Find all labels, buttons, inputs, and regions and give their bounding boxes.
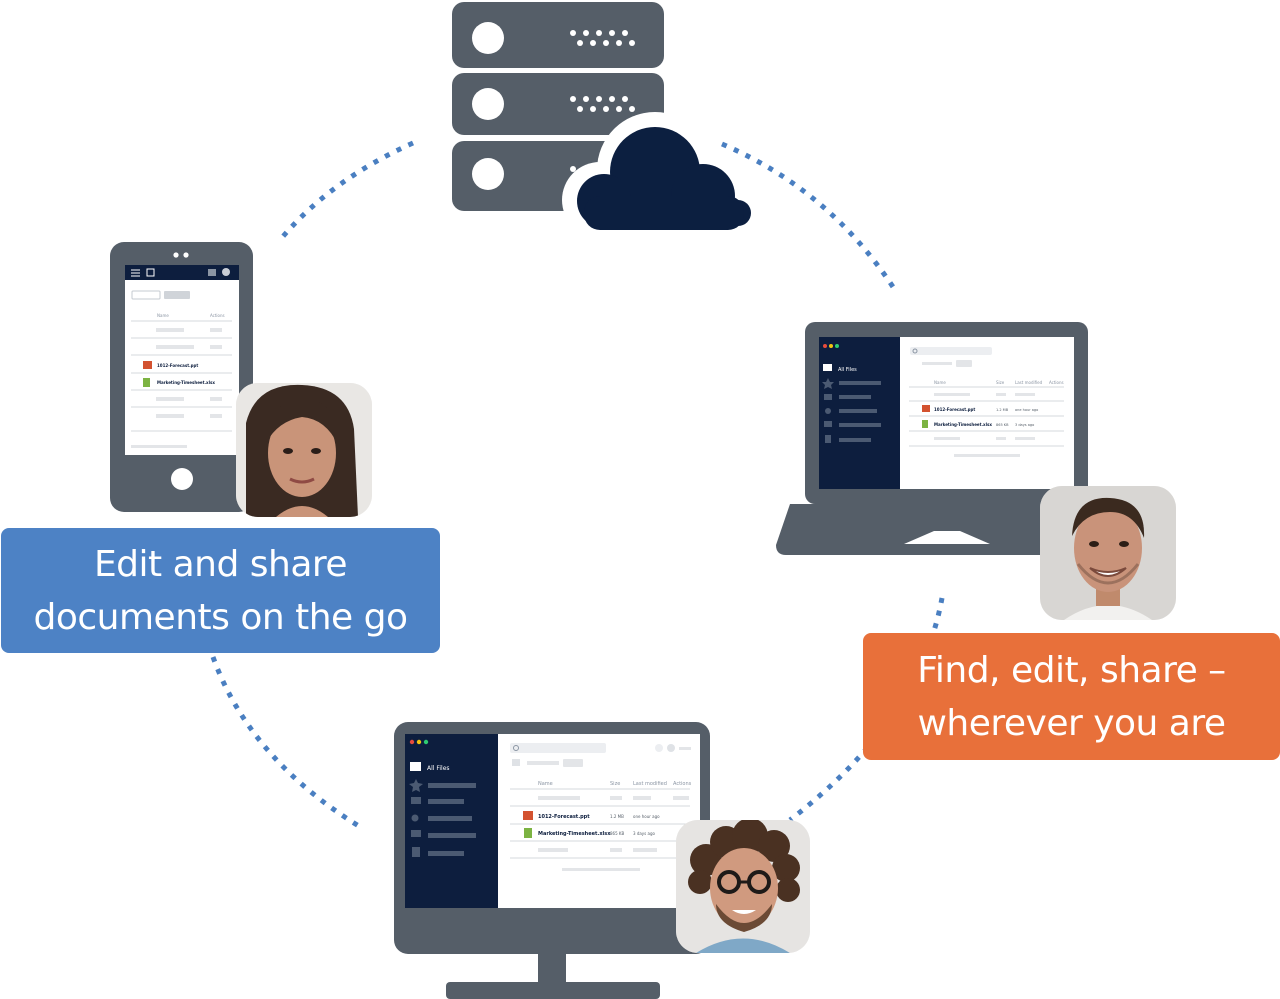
spreadsheet-icon: [143, 378, 150, 387]
desktop-file-2: Marketing-Timesheet.xlsx: [538, 831, 611, 837]
desktop-file-1: 1012-Forecast.ppt: [538, 814, 590, 820]
laptop-caption-line-2: wherever you are: [917, 702, 1226, 744]
laptop-file-1-size: 1.2 MB: [996, 408, 1009, 412]
spreadsheet-icon: [524, 828, 532, 838]
home-icon: [512, 759, 520, 766]
arc-server-to-laptop: [721, 141, 898, 292]
share-out-icon: [824, 394, 832, 400]
presentation-icon: [523, 811, 533, 820]
desktop-file-2-size: 865 KB: [610, 831, 625, 836]
laptop-col-name: Name: [934, 380, 946, 385]
star-icon: [409, 779, 423, 792]
laptop-col-modified: Last modified: [1015, 380, 1043, 385]
cloud-icon: [562, 112, 760, 238]
share-icon: [825, 408, 831, 414]
connector-arcs: [210, 140, 945, 831]
trash-icon: [412, 847, 420, 857]
avatar-man-desktop: [676, 820, 810, 953]
arc-mobile-to-desktop: [210, 656, 364, 831]
laptop-file-2: Marketing-Timesheet.xlsx: [934, 422, 992, 427]
home-button: [171, 468, 193, 490]
mobile-phone: 1012-Forecast.ppt Marketing-Timesheet.xl…: [110, 242, 253, 512]
presentation-icon: [143, 361, 152, 369]
server-icon: [452, 2, 664, 211]
desktop-file-1-modified: one hour ago: [633, 814, 660, 819]
laptop-caption-line-1: Find, edit, share –: [917, 649, 1226, 691]
avatar-woman: [236, 383, 372, 517]
archive-icon: [824, 421, 832, 427]
mobile-caption-line-1: Edit and share: [93, 543, 348, 585]
archive-icon: [411, 830, 421, 837]
desktop-sidebar-title: All Files: [427, 765, 450, 772]
laptop-col-size: Size: [996, 380, 1005, 385]
desktop-col-size: Size: [610, 781, 620, 787]
star-icon: [822, 378, 834, 389]
avatar-man-laptop: [1040, 486, 1176, 620]
share-out-icon: [411, 797, 421, 804]
desktop-col-actions: Actions: [673, 781, 692, 787]
desktop-col-name: Name: [538, 781, 553, 787]
laptop-file-2-modified: 3 days ago: [1015, 423, 1034, 427]
desktop-monitor: All Files Name Size Last modified Action…: [394, 722, 710, 999]
laptop-file-1-modified: one hour ago: [1015, 408, 1038, 412]
desktop-file-2-modified: 3 days ago: [633, 831, 656, 836]
search-icon: [513, 745, 519, 751]
mobile-file-1: 1012-Forecast.ppt: [157, 363, 198, 368]
desktop-col-modified: Last modified: [633, 781, 667, 787]
desktop-file-1-size: 1.2 MB: [610, 814, 624, 819]
share-icon: [411, 814, 419, 822]
trash-icon: [825, 435, 831, 443]
laptop-file-2-size: 865 KB: [996, 423, 1009, 427]
mobile-col-actions: Actions: [210, 313, 225, 318]
mobile-col-name: Name: [157, 313, 169, 318]
mobile-file-2: Marketing-Timesheet.xlsx: [157, 380, 215, 385]
mobile-caption: Edit and share documents on the go: [1, 528, 440, 653]
laptop: All Files Name Size Last modified Action…: [776, 322, 1118, 555]
laptop-sidebar-title: All Files: [838, 367, 857, 373]
arc-laptop-to-desktop: [788, 597, 945, 822]
folder-icon: [410, 762, 421, 771]
laptop-caption: Find, edit, share – wherever you are: [863, 633, 1280, 760]
folder-icon: [823, 364, 832, 371]
mobile-caption-line-2: documents on the go: [33, 596, 408, 638]
arc-server-to-mobile: [278, 140, 415, 242]
laptop-file-1: 1012-Forecast.ppt: [934, 407, 975, 412]
laptop-col-actions: Actions: [1049, 380, 1064, 385]
